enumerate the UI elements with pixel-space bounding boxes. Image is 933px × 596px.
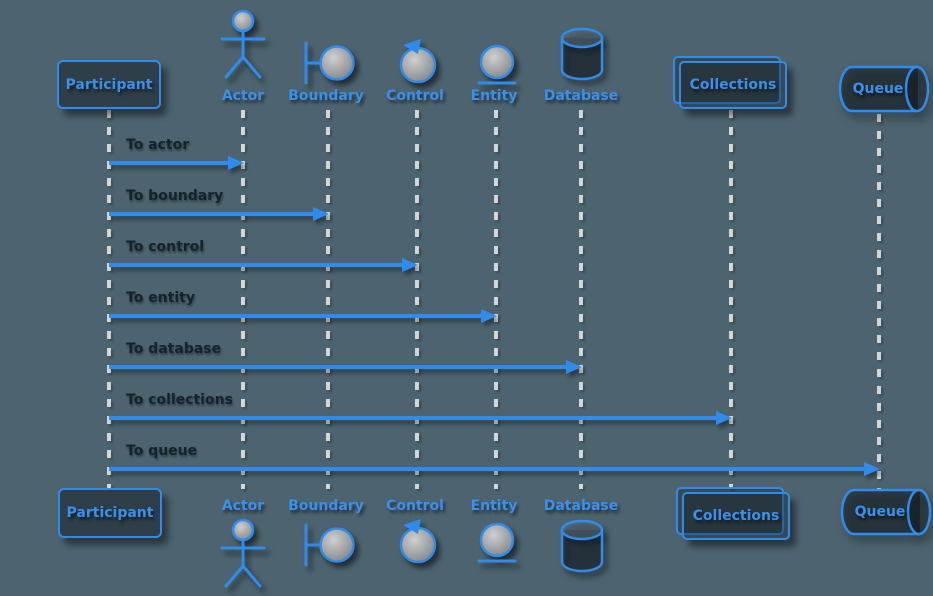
message-arrow-to-actor	[109, 156, 244, 170]
participant-box-bottom: Participant	[58, 488, 162, 538]
control-icon	[399, 519, 437, 564]
stick-figure-icon	[220, 9, 266, 79]
participant-name: Participant	[66, 505, 154, 521]
lifeline-participant	[107, 110, 111, 489]
arrow-head-icon	[716, 411, 732, 425]
message-label: To database	[126, 341, 222, 357]
entity-label: Entity	[470, 498, 518, 514]
control-icon	[399, 39, 437, 84]
message-arrow-to-database	[109, 360, 582, 374]
queue-cylinder-bottom	[840, 488, 932, 536]
arrow-line	[109, 161, 235, 165]
boundary-label: Boundary	[288, 88, 364, 104]
message-label: To actor	[126, 137, 190, 153]
participant-name: Participant	[65, 76, 153, 93]
arrow-line	[109, 263, 409, 267]
boundary-label: Boundary	[288, 498, 364, 514]
message-arrow-to-boundary	[109, 207, 329, 221]
lifeline-boundary	[326, 110, 330, 489]
actor-label: Actor	[221, 498, 265, 514]
message-label: To collections	[126, 392, 233, 408]
queue-name-wrap-bottom: Queue	[840, 487, 920, 537]
lifeline-entity	[494, 110, 498, 489]
lifeline-actor	[241, 110, 245, 489]
database-cylinder-icon	[560, 519, 604, 573]
message-arrow-to-queue	[109, 462, 880, 476]
message-arrow-to-control	[109, 258, 418, 272]
message-arrow-to-collections	[109, 411, 732, 425]
collections-box-top: Collections	[679, 61, 787, 109]
arrow-head-icon	[481, 309, 497, 323]
lifeline-queue	[877, 114, 881, 489]
arrow-head-icon	[566, 360, 582, 374]
lifeline-collections	[729, 110, 733, 489]
arrow-line	[109, 212, 320, 216]
collections-name: Collections	[689, 77, 777, 93]
arrow-head-icon	[228, 156, 244, 170]
arrow-line	[109, 314, 488, 318]
queue-name: Queue	[852, 81, 904, 97]
boundary-icon	[304, 41, 355, 85]
collections-box-bottom: Collections	[682, 492, 790, 540]
control-label: Control	[386, 498, 444, 514]
message-arrow-to-entity	[109, 309, 497, 323]
arrow-line	[109, 365, 573, 369]
entity-label: Entity	[470, 88, 518, 104]
queue-name-wrap-top: Queue	[838, 64, 918, 114]
arrow-head-icon	[402, 258, 418, 272]
database-label: Database	[543, 498, 619, 514]
arrow-line	[109, 416, 723, 420]
collections-name: Collections	[692, 508, 780, 524]
lifeline-database	[579, 110, 583, 489]
arrow-head-icon	[864, 462, 880, 476]
arrow-head-icon	[313, 207, 329, 221]
database-cylinder-icon	[560, 27, 604, 81]
entity-icon	[477, 522, 517, 563]
lifeline-control	[415, 110, 419, 489]
entity-icon	[477, 44, 517, 85]
message-label: To control	[126, 239, 205, 255]
control-label: Control	[386, 88, 444, 104]
queue-name: Queue	[854, 504, 906, 520]
collections-box-back-bottom	[676, 487, 784, 535]
message-label: To queue	[126, 443, 198, 459]
queue-cylinder-top	[838, 65, 930, 113]
arrow-line	[109, 467, 871, 471]
stick-figure-icon	[220, 518, 266, 588]
database-label: Database	[543, 88, 619, 104]
boundary-icon	[304, 523, 355, 567]
collections-box-back-top	[673, 56, 781, 104]
message-label: To entity	[126, 290, 195, 306]
message-label: To boundary	[126, 188, 224, 204]
actor-label: Actor	[221, 88, 265, 104]
participant-box-top: Participant	[57, 60, 161, 109]
